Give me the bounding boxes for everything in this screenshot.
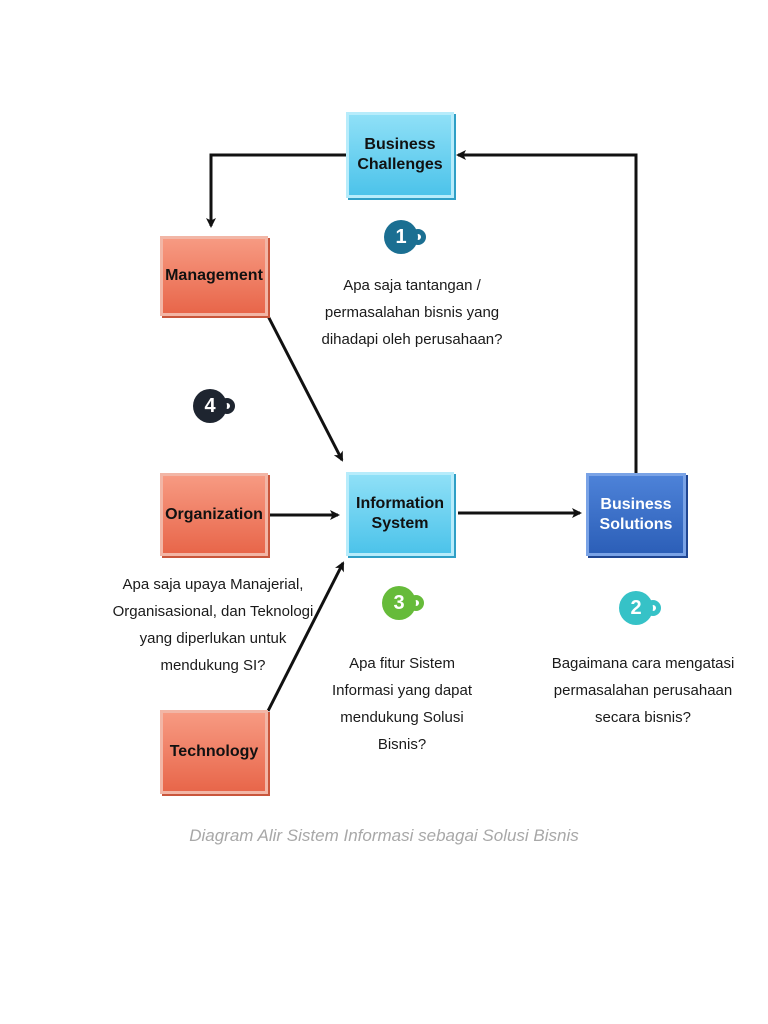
information-system-label: Information System <box>356 495 444 532</box>
organization-node: Organization <box>160 473 268 556</box>
arrow-solutions-to-challenges <box>456 150 638 473</box>
question-3: Apa fitur Sistem Informasi yang dapat me… <box>331 655 473 753</box>
technology-node: Technology <box>160 710 268 794</box>
arrow-challenges-to-management <box>206 153 346 228</box>
step-3-badge: 3 <box>382 586 424 620</box>
step-2-number: 2 <box>619 591 653 625</box>
information-system-node: Information System <box>346 472 454 556</box>
step-3-number: 3 <box>382 586 416 620</box>
step-4-number: 4 <box>193 389 227 423</box>
technology-label: Technology <box>169 743 259 760</box>
question-4: Apa saja upaya Manajerial, Organisasiona… <box>112 576 314 674</box>
organization-label: Organization <box>165 505 263 523</box>
business-challenges-label: Business Challenges <box>357 136 443 173</box>
management-label: Management <box>165 267 263 284</box>
business-challenges-node: Business Challenges <box>346 112 454 198</box>
business-solutions-node: Business Solutions <box>586 473 686 556</box>
step-1-number: 1 <box>384 220 418 254</box>
arrow-management-to-is <box>266 315 344 462</box>
business-solutions-label: Business Solutions <box>599 495 673 533</box>
step-2-badge: 2 <box>619 591 661 625</box>
question-2: Bagaimana cara mengatasi permasalahan pe… <box>551 655 735 726</box>
step-1-badge: 1 <box>384 220 426 254</box>
diagram-caption: Diagram Alir Sistem Informasi sebagai So… <box>189 826 579 845</box>
question-1: Apa saja tantangan / permasalahan bisnis… <box>321 277 503 348</box>
arrow-technology-to-is <box>266 561 345 712</box>
step-4-badge: 4 <box>193 389 235 423</box>
management-node: Management <box>160 236 268 316</box>
